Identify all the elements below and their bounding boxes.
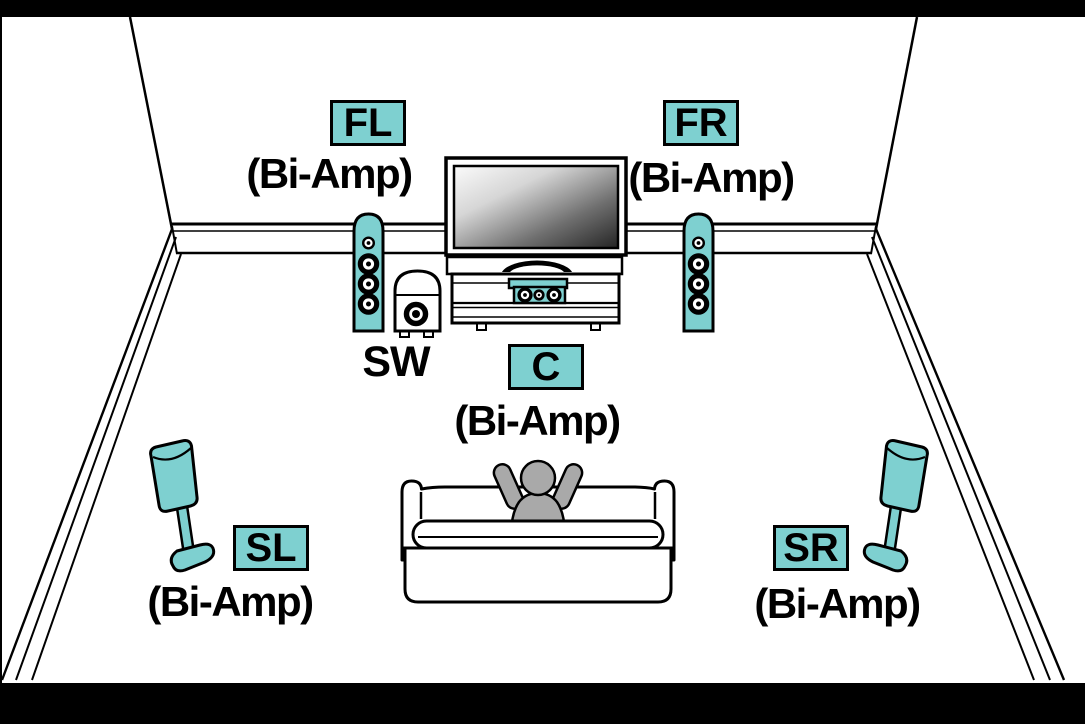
front-right-speaker bbox=[682, 212, 715, 333]
biamp-note-surround-left: (Bi-Amp) bbox=[147, 578, 314, 625]
listener-head bbox=[519, 459, 557, 497]
biamp-note-center: (Bi-Amp) bbox=[454, 397, 621, 444]
label-surround-left: SL bbox=[233, 525, 309, 571]
biamp-note-surround-right: (Bi-Amp) bbox=[754, 580, 921, 627]
label-front-left: FL bbox=[330, 100, 406, 146]
biamp-note-front-left: (Bi-Amp) bbox=[246, 150, 413, 197]
subwoofer bbox=[393, 269, 442, 338]
tv bbox=[444, 156, 628, 257]
label-subwoofer: SW bbox=[362, 338, 430, 386]
surround-right-speaker bbox=[862, 439, 929, 573]
sofa-seat bbox=[403, 492, 673, 604]
surround-left-speaker bbox=[149, 439, 216, 573]
label-surround-right: SR bbox=[773, 525, 849, 571]
biamp-note-front-right: (Bi-Amp) bbox=[628, 154, 795, 201]
label-front-right: FR bbox=[663, 100, 739, 146]
center-speaker bbox=[507, 277, 569, 305]
front-left-speaker bbox=[352, 212, 385, 333]
label-center: C bbox=[508, 344, 584, 390]
